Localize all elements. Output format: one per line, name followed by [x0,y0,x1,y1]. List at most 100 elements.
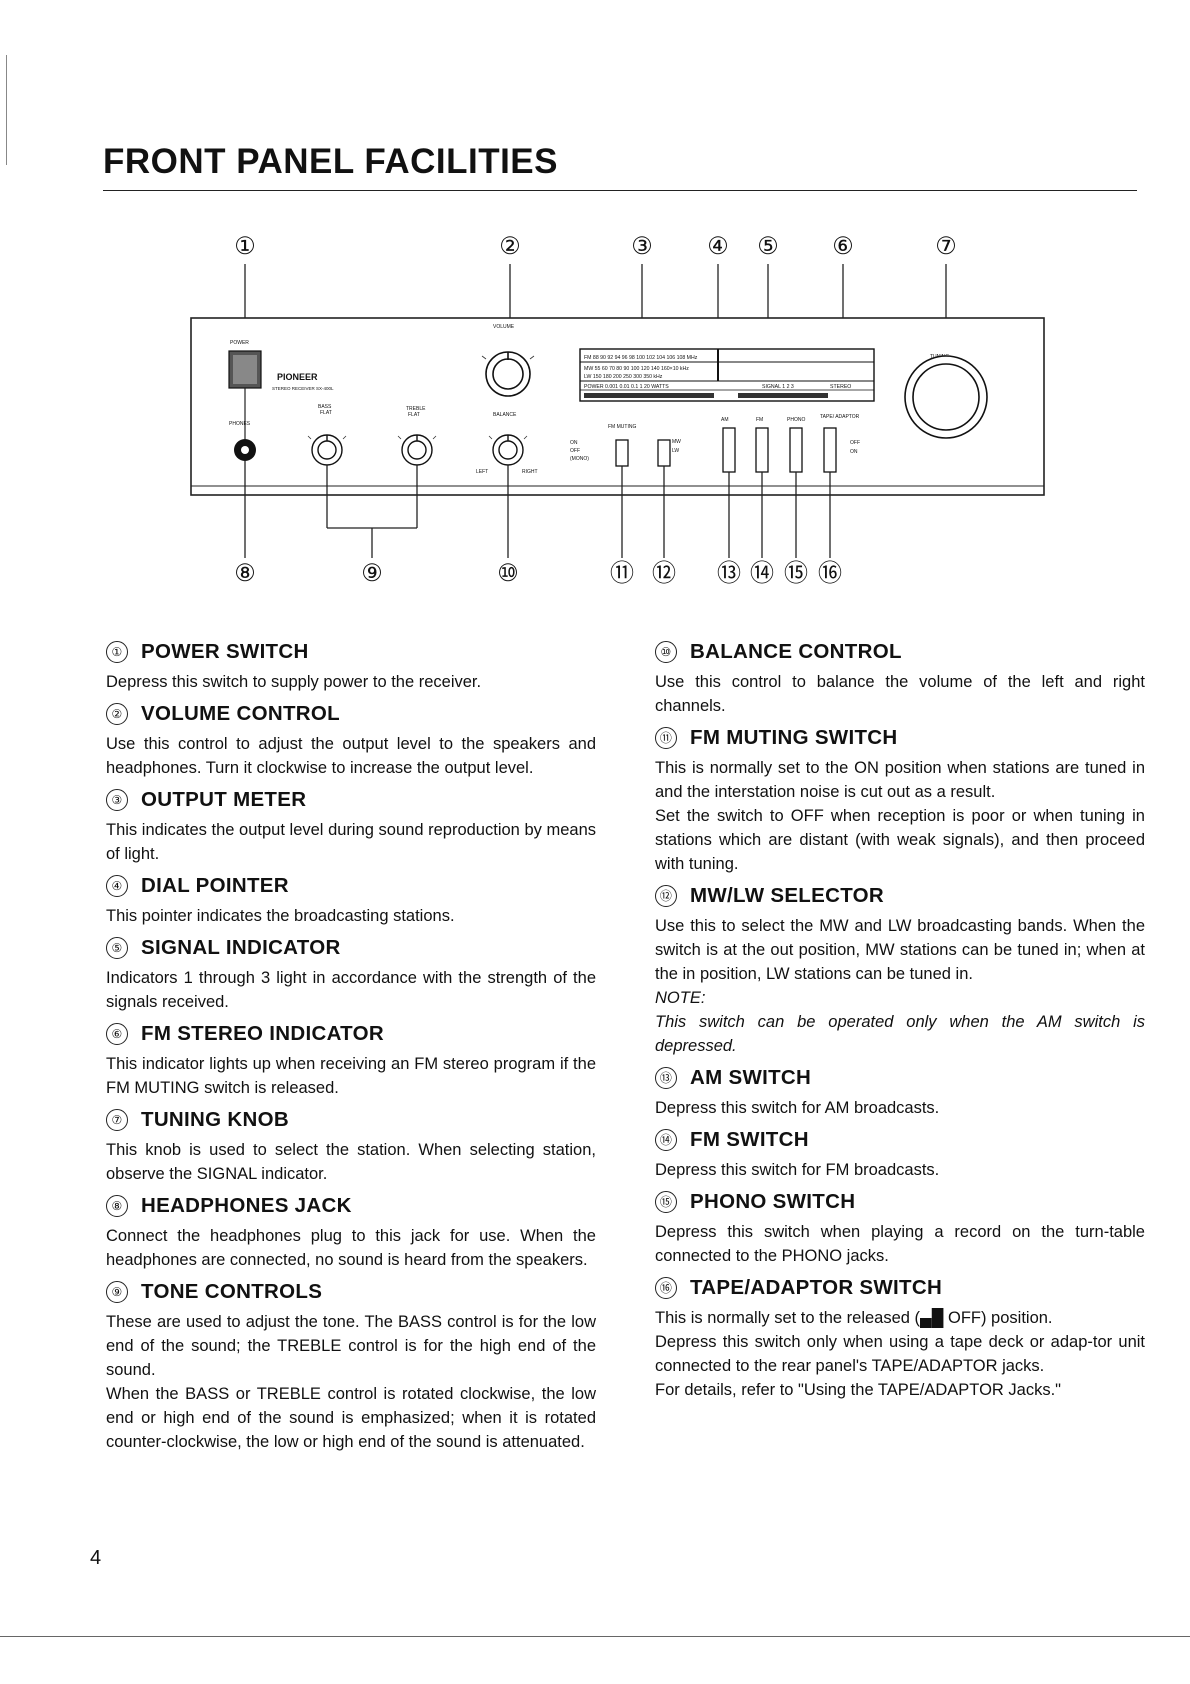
callout-11: ⑪ [610,560,634,587]
section-text: Use this control to adjust the output le… [106,735,596,777]
mw-lw-switch [657,439,671,467]
treble-label: TREBLE [406,406,426,412]
section-text: Depress this switch for FM broadcasts. [655,1161,940,1179]
section-number: ① [106,641,128,663]
section-number: ⑫ [655,885,677,907]
section-number: ⑬ [655,1067,677,1089]
section-number: ⑭ [655,1129,677,1151]
left-label: LEFT [476,469,488,475]
callout-4: ④ [707,233,729,260]
section-text: This knob is used to select the station.… [106,1141,596,1183]
callout-7: ⑦ [935,233,957,260]
section-balance-control: ⑩ BALANCE CONTROL Use this control to bal… [655,640,1145,718]
section-title: HEADPHONES JACK [141,1194,352,1217]
section-title: MW/LW SELECTOR [690,884,885,907]
am-label: AM [721,417,729,423]
callout-14: ⑭ [750,560,774,587]
fm-switch [755,427,769,473]
callout-6: ⑥ [832,233,854,260]
tape-label: TAPE/ ADAPTOR [820,414,860,420]
section-text: Connect the headphones plug to this jack… [106,1227,596,1269]
section-text: Depress this switch to supply power to t… [106,673,482,691]
section-title: AM SWITCH [690,1066,812,1089]
section-text: Depress this switch for AM broadcasts. [655,1099,940,1117]
section-headphones-jack: ⑧ HEADPHONES JACK Connect the headphones … [106,1194,596,1272]
bass-flat-label: FLAT [320,410,332,416]
section-title: POWER SWITCH [141,640,309,663]
muting-mono-label: (MONO) [570,456,589,462]
volume-knob [485,351,531,397]
signal-meter-bar [738,393,828,398]
section-text: This pointer indicates the broadcasting … [106,907,455,925]
fm-scale: FM 88 90 92 94 96 98 100 102 104 106 108… [584,355,698,361]
fm-muting-label: FM MUTING [608,424,636,430]
left-column: ① POWER SWITCH Depress this switch to sup… [106,640,596,1462]
fm-label: FM [756,417,763,423]
section-text: This is normally set to the ON position … [655,759,1145,801]
bass-knob [311,434,343,466]
lw-scale: LW 150 180 200 250 300 350 kHz [584,374,663,380]
page-number: 4 [90,1547,102,1569]
section-title: BALANCE CONTROL [690,640,902,663]
section-dial-pointer: ④ DIAL POINTER This pointer indicates the… [106,874,596,928]
section-text: This indicator lights up when receiving … [106,1055,596,1097]
tuning-knob [904,355,988,439]
tape-off-label: OFF [850,440,860,446]
title-rule [103,190,1137,191]
callout-3: ③ [631,233,653,260]
section-text: Use this control to balance the volume o… [655,673,1145,715]
callout-16: ⑯ [818,560,842,587]
section-number: ⑯ [655,1277,677,1299]
callout-12: ⑫ [652,560,676,587]
section-text: This is normally set to the released (▄█… [655,1309,1053,1327]
balance-label: BALANCE [493,412,517,418]
section-number: ② [106,703,128,725]
lw-label: LW [672,448,679,454]
section-text: Set the switch to OFF when reception is … [655,807,1145,873]
section-title: FM STEREO INDICATOR [141,1022,384,1045]
callout-5: ⑤ [757,233,779,260]
callout-8: ⑧ [234,560,256,587]
stereo-label: STEREO [830,384,851,390]
tape-on-label: ON [850,449,858,455]
section-title: DIAL POINTER [141,874,289,897]
mw-scale: MW 55 60 70 80 90 100 120 140 160×10 kHz [584,366,689,372]
power-label: POWER [230,340,249,346]
section-text: When the BASS or TREBLE control is rotat… [106,1385,596,1451]
dial-window [579,348,875,402]
output-meter-bar [584,393,714,398]
bottom-rule [0,1636,1190,1637]
section-text: Depress this switch when playing a recor… [655,1223,1145,1265]
section-number: ③ [106,789,128,811]
section-number: ⑥ [106,1023,128,1045]
section-text: Use this to select the MW and LW broadca… [655,917,1145,983]
section-number: ⑪ [655,727,677,749]
section-number: ⑮ [655,1191,677,1213]
power-meter-scale: POWER 0.001 0.01 0.1 1 20 WATTS [584,384,669,390]
section-title: TONE CONTROLS [141,1280,323,1303]
section-text: For details, refer to "Using the TAPE/AD… [655,1381,1062,1399]
scan-edge-line [6,55,7,165]
fm-muting-switch [615,439,629,467]
section-number: ④ [106,875,128,897]
section-title: VOLUME CONTROL [141,702,340,725]
note-label: NOTE: [655,989,706,1007]
signal-scale: SIGNAL 1 2 3 [762,384,794,390]
phono-label: PHONO [787,417,805,423]
muting-on-label: ON [570,440,578,446]
treble-flat-label: FLAT [408,412,420,418]
note-text: This switch can be operated only when th… [655,1013,1145,1055]
section-number: ⑧ [106,1195,128,1217]
section-number: ⑨ [106,1281,128,1303]
callout-2: ② [499,233,521,260]
section-fm-stereo-indicator: ⑥ FM STEREO INDICATOR This indicator ligh… [106,1022,596,1100]
section-mw-lw-selector: ⑫ MW/LW SELECTOR Use this to select the M… [655,884,1145,1058]
section-number: ⑩ [655,641,677,663]
phono-switch [789,427,803,473]
